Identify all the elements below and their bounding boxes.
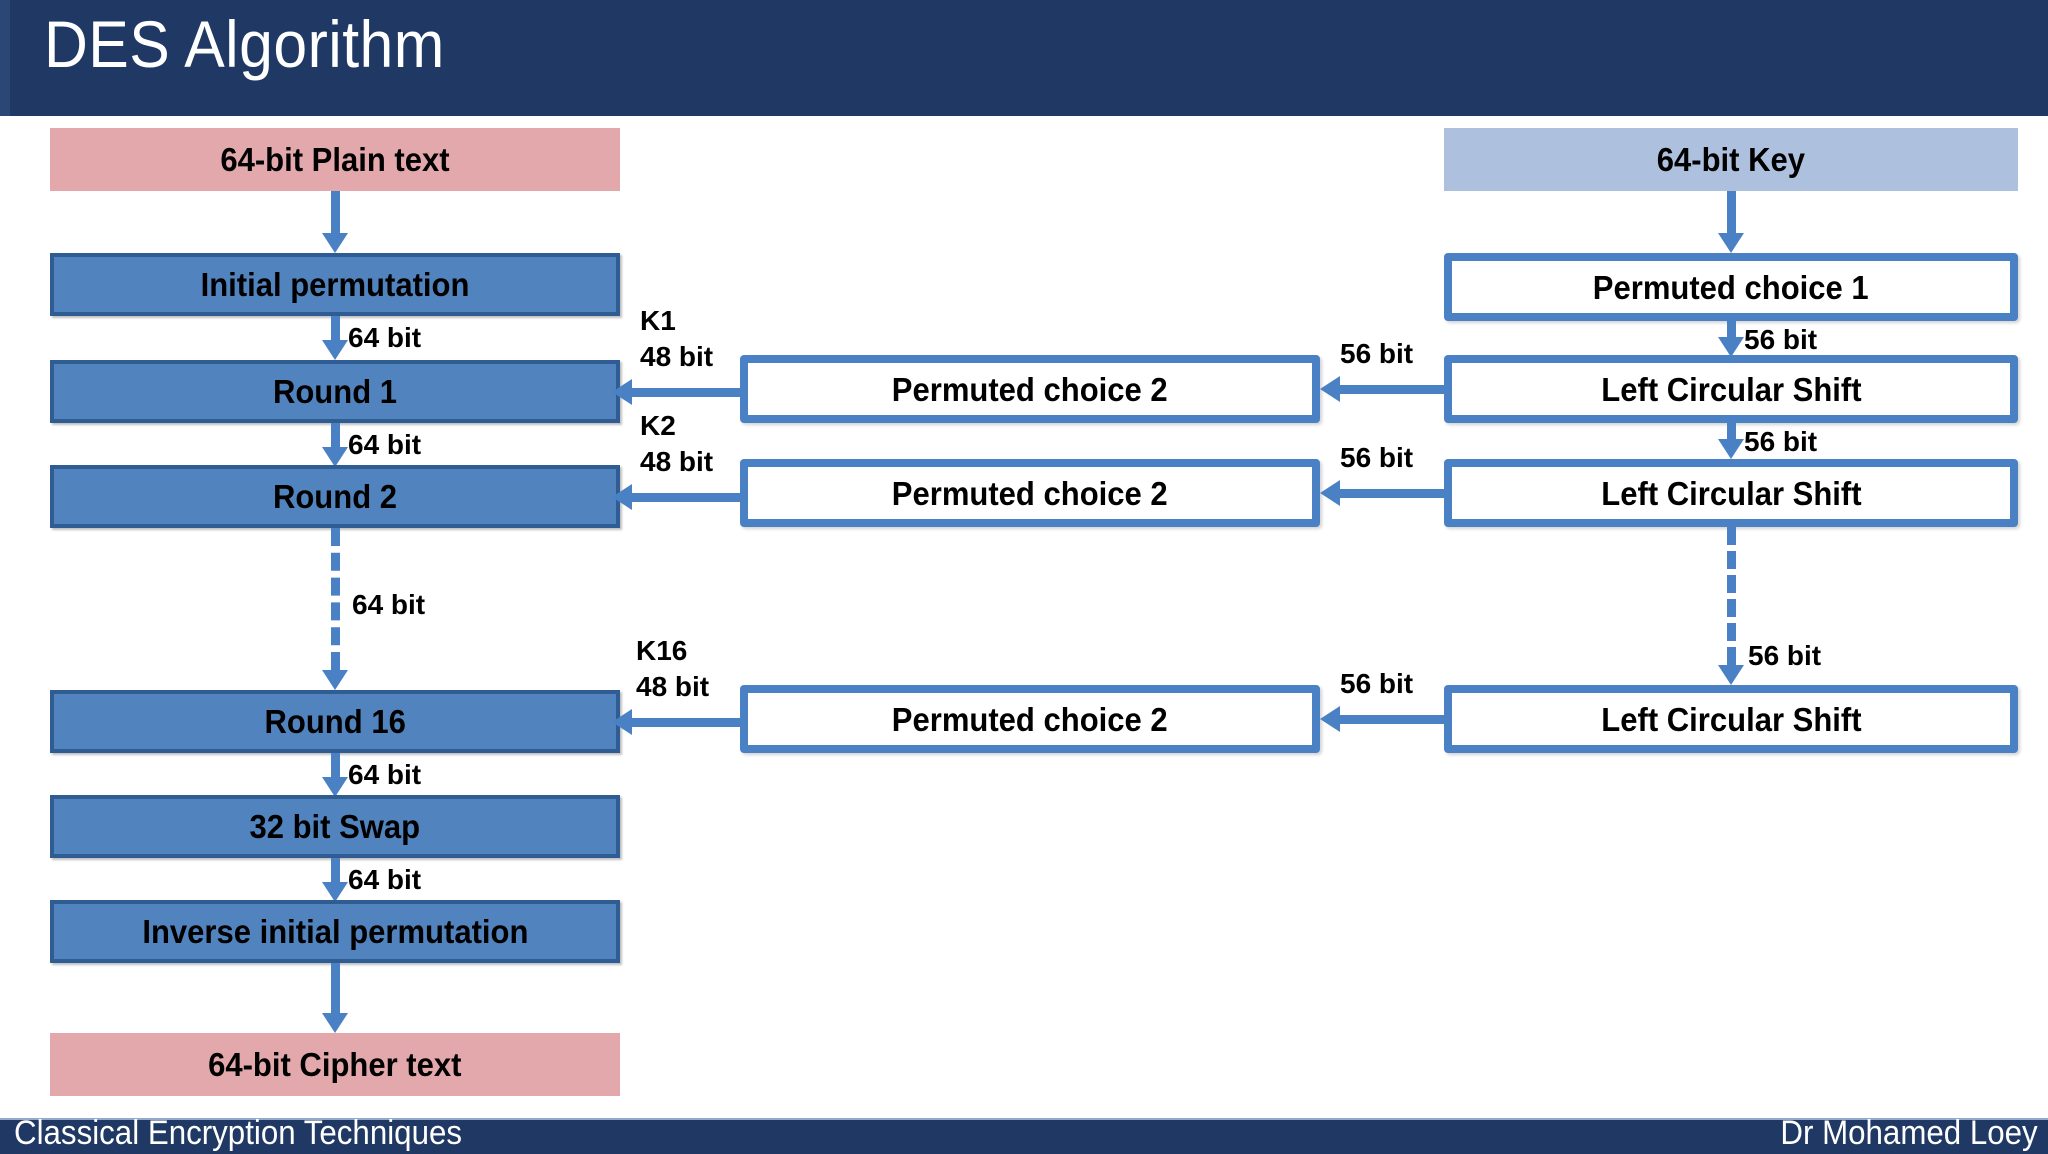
arrow-lcs1-to-lcs2 [1716, 423, 1746, 459]
edge-label-subkey-k2-name: K2 [640, 410, 676, 441]
node-round-2-label: Round 2 [272, 478, 398, 515]
arrow-inverse-ip-to-ciphertext [320, 963, 350, 1033]
arrow-pc2-round1-to-round1 [612, 378, 740, 406]
node-inverse-initial-permutation-label: Inverse initial permutation [141, 913, 529, 950]
arrow-lcs2-to-pc2-round2 [1320, 479, 1444, 507]
node-permuted-choice-2-round1-label: Permuted choice 2 [892, 370, 1168, 408]
arrow-round2-to-round16-dashed [320, 528, 350, 690]
edge-label-lcs2-to-pc2-round2: 56 bit [1340, 442, 1414, 473]
arrow-pc2-round2-to-round2 [612, 483, 740, 511]
slide-header-bar: DES Algorithm [0, 0, 2048, 116]
edge-label-subkey-k2: K2 48 bit [640, 408, 713, 480]
edge-label-lcs1-to-lcs2: 56 bit [1744, 426, 1818, 457]
arrow-lcs16-to-pc2-round16 [1320, 705, 1444, 733]
arrow-pc2-round16-to-round16 [612, 708, 740, 736]
footer-subject-label: Classical Encryption Techniques [14, 1114, 463, 1152]
node-permuted-choice-1: Permuted choice 1 [1444, 253, 2018, 321]
arrow-swap-to-inverse-ip [320, 858, 350, 902]
node-32-bit-swap-label: 32 bit Swap [249, 808, 421, 845]
node-ciphertext: 64-bit Cipher text [50, 1033, 620, 1096]
node-plaintext-label: 64-bit Plain text [220, 141, 450, 178]
node-round-1-label: Round 1 [272, 373, 398, 410]
node-permuted-choice-2-round2: Permuted choice 2 [740, 459, 1320, 527]
node-permuted-choice-2-round16: Permuted choice 2 [740, 685, 1320, 753]
node-permuted-choice-2-round1: Permuted choice 2 [740, 355, 1320, 423]
edge-label-swap-to-inverse-ip: 64 bit [348, 864, 422, 895]
footer-author-label: Dr Mohamed Loey [1780, 1114, 2038, 1152]
edge-label-subkey-k1-width: 48 bit [640, 340, 714, 372]
node-round-16-label: Round 16 [264, 703, 406, 740]
edge-label-ip-to-round1: 64 bit [348, 322, 422, 353]
edge-label-subkey-k2-width: 48 bit [640, 445, 714, 477]
node-round-1: Round 1 [50, 360, 620, 423]
arrow-round16-to-swap [320, 753, 350, 797]
edge-label-subkey-k16-width: 48 bit [636, 670, 710, 702]
node-left-circular-shift-2-label: Left Circular Shift [1600, 474, 1862, 512]
edge-label-subkey-k16-name: K16 [636, 635, 688, 666]
node-permuted-choice-2-round16-label: Permuted choice 2 [892, 700, 1168, 738]
arrow-ip-to-round1 [320, 316, 350, 360]
edge-label-subkey-k16: K16 48 bit [636, 633, 709, 705]
node-32-bit-swap: 32 bit Swap [50, 795, 620, 858]
edge-label-pc1-to-lcs1: 56 bit [1744, 324, 1818, 355]
edge-label-lcs16-to-pc2-round16: 56 bit [1340, 668, 1414, 699]
arrow-lcs1-to-pc2-round1 [1320, 375, 1444, 403]
arrow-lcs2-to-lcs16-dashed [1716, 527, 1746, 685]
edge-label-lcs1-to-pc2-round1: 56 bit [1340, 338, 1414, 369]
node-permuted-choice-2-round2-label: Permuted choice 2 [892, 474, 1168, 512]
node-initial-permutation: Initial permutation [50, 253, 620, 316]
edge-label-lcs2-to-lcs16: 56 bit [1748, 640, 1822, 671]
node-left-circular-shift-16-label: Left Circular Shift [1600, 700, 1862, 738]
node-left-circular-shift-2: Left Circular Shift [1444, 459, 2018, 527]
node-permuted-choice-1-label: Permuted choice 1 [1593, 268, 1869, 306]
arrow-plaintext-to-ip [320, 191, 350, 253]
slide-footer-bar: Classical Encryption Techniques Dr Moham… [0, 1114, 2048, 1154]
node-key: 64-bit Key [1444, 128, 2018, 191]
edge-label-round1-to-round2: 64 bit [348, 429, 422, 460]
node-round-16: Round 16 [50, 690, 620, 753]
node-left-circular-shift-1: Left Circular Shift [1444, 355, 2018, 423]
edge-label-round16-to-swap: 64 bit [348, 759, 422, 790]
node-inverse-initial-permutation: Inverse initial permutation [50, 900, 620, 963]
node-left-circular-shift-1-label: Left Circular Shift [1600, 370, 1862, 408]
node-initial-permutation-label: Initial permutation [200, 266, 470, 303]
page-title: DES Algorithm [44, 7, 445, 81]
edge-label-round2-to-round16: 64 bit [352, 589, 426, 620]
node-round-2: Round 2 [50, 465, 620, 528]
edge-label-subkey-k1-name: K1 [640, 305, 676, 336]
arrow-key-to-pc1 [1716, 191, 1746, 253]
arrow-pc1-to-lcs1 [1716, 321, 1746, 357]
node-plaintext: 64-bit Plain text [50, 128, 620, 191]
edge-label-subkey-k1: K1 48 bit [640, 303, 713, 375]
node-ciphertext-label: 64-bit Cipher text [208, 1046, 462, 1083]
node-key-label: 64-bit Key [1656, 141, 1806, 178]
arrow-round1-to-round2 [320, 423, 350, 467]
node-left-circular-shift-16: Left Circular Shift [1444, 685, 2018, 753]
